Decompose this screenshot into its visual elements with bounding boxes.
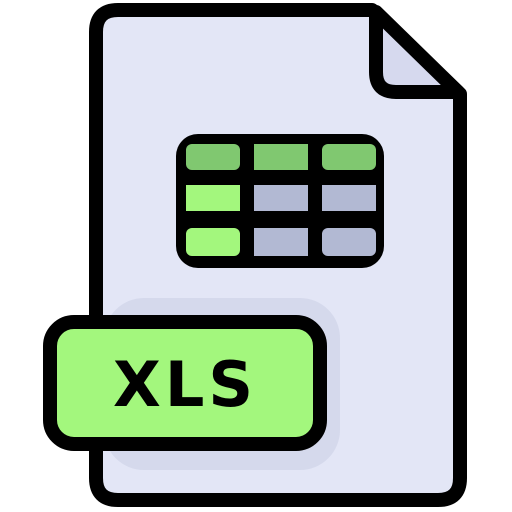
- spreadsheet-table-icon: [176, 134, 384, 268]
- table-cell-r3-c2: [254, 228, 308, 256]
- table-cell-r2-c2: [254, 185, 308, 211]
- table-cell-header-2: [254, 144, 308, 170]
- table-cell-header-1: [186, 144, 240, 170]
- table-cell-header-3: [322, 144, 376, 170]
- table-cell-r3-c3: [322, 228, 376, 256]
- xls-badge-label: XLS: [113, 348, 257, 421]
- table-cell-r3-c1: [186, 228, 240, 256]
- table-cell-r2-c3: [322, 185, 376, 211]
- folded-corner: [369, 5, 465, 99]
- table-cell-r2-c1: [186, 185, 240, 211]
- xls-badge-box: [43, 315, 327, 451]
- xls-badge: XLS: [43, 315, 327, 451]
